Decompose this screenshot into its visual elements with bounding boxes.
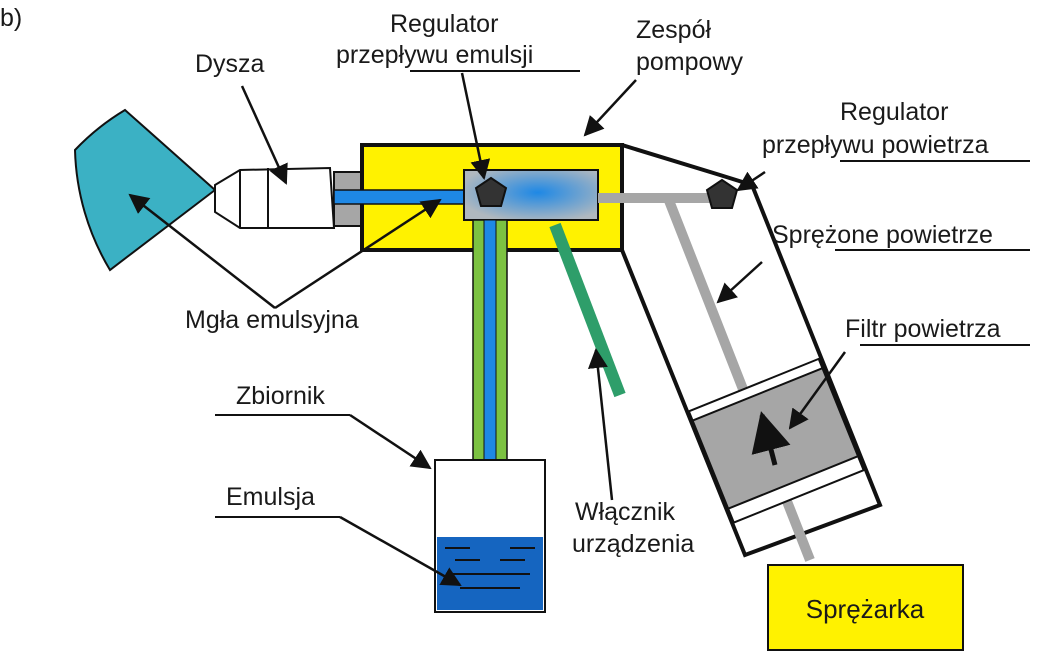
switch-label-1: Włącznik xyxy=(575,498,676,526)
emulsion-regulator-label-2: przepływu emulsji xyxy=(336,41,533,69)
air-filter-label: Filtr powietrza xyxy=(845,315,1001,343)
switch-label-2: urządzenia xyxy=(572,530,694,558)
nozzle xyxy=(214,166,336,229)
emulsion-label: Emulsja xyxy=(226,483,315,511)
emulsion-flow-regulator-valve xyxy=(474,176,508,207)
air-flow-regulator-valve xyxy=(705,178,739,209)
tank-label: Zbiornik xyxy=(236,382,325,410)
emulsion-regulator-label-1: Regulator xyxy=(390,10,498,38)
pump-unit-label-2: pompowy xyxy=(636,48,743,76)
emulsion-mist-cone xyxy=(73,108,217,272)
device-switch[interactable] xyxy=(549,222,626,398)
air-regulator-label-1: Regulator xyxy=(840,98,948,126)
pump-unit-label-1: Zespół xyxy=(636,16,711,44)
emulsion-mist-label: Mgła emulsyjna xyxy=(185,306,359,334)
compressor-box xyxy=(767,564,964,651)
figure-label: b) xyxy=(0,4,22,32)
emulsion-line xyxy=(333,189,465,205)
compressor-label: Sprężarka xyxy=(806,594,925,624)
compressed-air-label: Sprężone powietrze xyxy=(772,221,993,249)
filter-flow-arrow xyxy=(751,411,791,466)
nozzle-label: Dysza xyxy=(195,50,265,78)
air-regulator-label-2: przepływu powietrza xyxy=(762,131,989,159)
